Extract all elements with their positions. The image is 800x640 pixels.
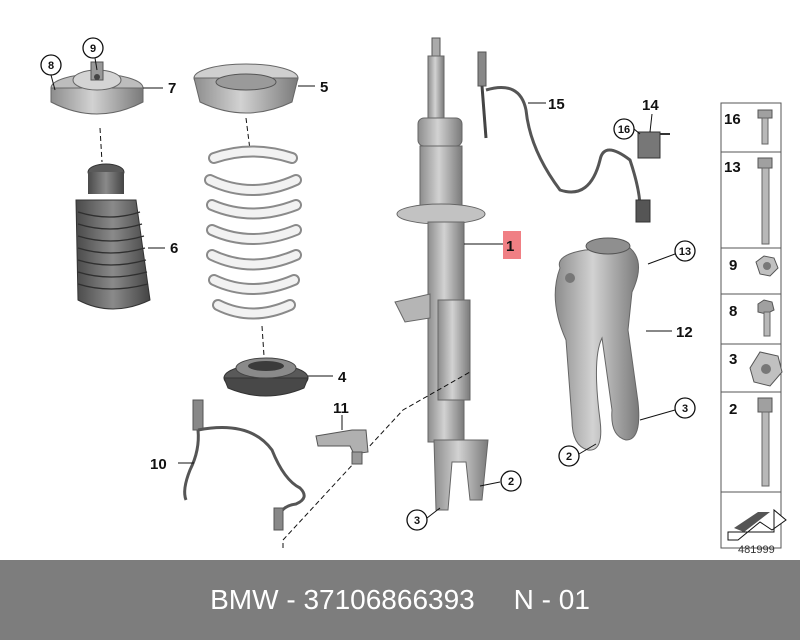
legend-item-3: 3 [729,351,737,368]
nut-9-icon [755,255,779,277]
bolt-16-icon [757,109,773,145]
callout-10: 10 [150,456,167,473]
footer-page: N - 01 [513,584,590,615]
shock-absorber [394,37,489,511]
legend-item-16: 16 [724,111,741,128]
footer-separator: - [278,584,304,615]
wheel-carrier [554,237,640,451]
parts-diagram: 8 9 7 6 5 [40,37,787,556]
lower-spring-pad [223,357,309,397]
legend-item-2: 2 [729,401,737,418]
highlight-box [503,231,521,259]
callout-13: 13 [679,246,691,258]
cable-holder [315,429,369,465]
callout-2-strut: 2 [508,476,514,488]
footer-part-number: 37106866393 [303,584,475,615]
callout-1: 1 [506,238,514,255]
callout-9: 9 [90,43,96,55]
sensor-bracket [637,131,670,159]
callout-15: 15 [548,96,565,113]
top-mount [50,61,144,115]
diagram-number: 481999 [738,544,775,556]
dust-boot [75,163,151,310]
callout-12: 12 [676,324,693,341]
callout-8: 8 [48,60,54,72]
callout-3-strut: 3 [414,515,420,527]
footer-bar: BMW - 37106866393 N - 01 [0,560,800,640]
callout-6: 6 [170,240,178,257]
bolt-2-icon [757,397,773,487]
callout-11: 11 [333,400,349,417]
wear-sensor-cable [477,51,651,223]
bolt-8-icon [757,299,775,337]
footer-gap [475,584,514,616]
callout-16-bracket: 16 [618,124,630,136]
footer-brand: BMW [210,584,279,615]
legend-item-8: 8 [729,303,737,320]
callout-3-carrier: 3 [682,403,688,415]
legend-item-9: 9 [729,257,737,274]
bolt-13-icon [757,157,773,245]
callout-5: 5 [320,79,328,96]
callout-14: 14 [642,97,659,114]
upper-spring-seat [193,63,299,114]
callout-7: 7 [168,80,176,97]
callout-4: 4 [338,369,347,386]
sensor-cable [183,399,306,531]
arrow-icon [727,508,787,541]
nut-3-icon [749,351,783,387]
legend-panel [720,102,782,549]
callout-2-carrier: 2 [566,451,572,463]
legend-item-13: 13 [724,159,741,176]
